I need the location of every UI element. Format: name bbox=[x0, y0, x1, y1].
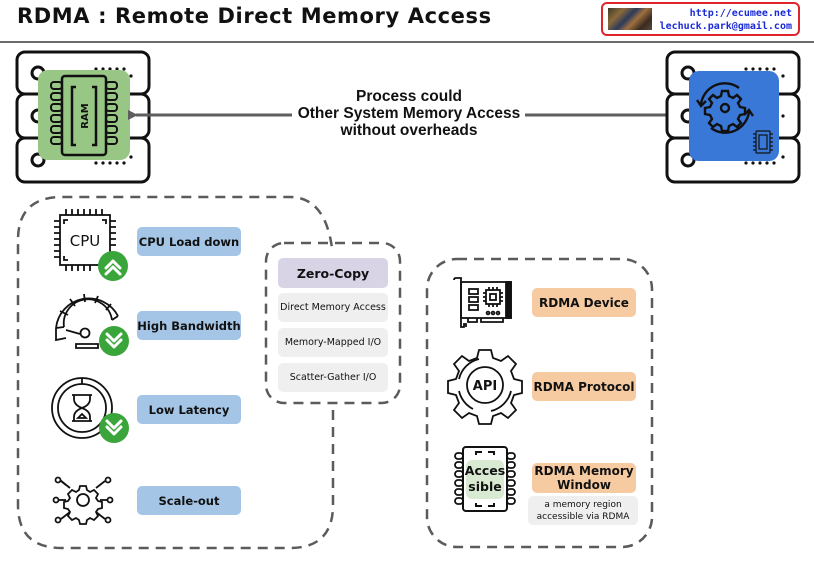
components-container bbox=[425, 257, 654, 549]
memory-window-description-line: a memory region bbox=[544, 499, 622, 510]
ram-chip-icon: RAM bbox=[38, 70, 130, 160]
author-photo bbox=[608, 8, 652, 30]
network-card-icon bbox=[453, 277, 512, 328]
benefit-cpu-load-down: CPU Load down bbox=[137, 227, 241, 256]
api-gear-icon: API bbox=[447, 349, 523, 425]
chevrons-down-icon bbox=[99, 326, 129, 356]
zero-copy-item: Direct Memory Access bbox=[278, 293, 388, 322]
center-text-line: Other System Memory Access bbox=[297, 105, 521, 122]
api-icon-label: API bbox=[473, 379, 497, 394]
memory-window-label-line: Window bbox=[557, 478, 611, 492]
component-rdma-protocol: RDMA Protocol bbox=[532, 372, 636, 401]
memory-window-description: a memory region accessible via RDMA bbox=[528, 496, 638, 525]
process-gear-icon bbox=[689, 71, 779, 161]
contact-url[interactable]: http://ecumee.net bbox=[689, 8, 792, 19]
right-server-icon bbox=[665, 50, 801, 184]
hourglass-icon bbox=[51, 377, 113, 439]
chevrons-down-icon bbox=[99, 413, 129, 443]
component-rdma-device: RDMA Device bbox=[532, 288, 636, 317]
cpu-icon: CPU bbox=[54, 209, 116, 271]
benefit-scale-out: Scale-out bbox=[137, 486, 241, 515]
ram-label: RAM bbox=[80, 103, 91, 128]
zero-copy-container bbox=[264, 241, 402, 405]
memory-window-description-line: accessible via RDMA bbox=[536, 511, 630, 522]
center-text-line: without overheads bbox=[340, 122, 478, 139]
memory-window-label-line: RDMA Memory bbox=[534, 464, 634, 478]
benefits-container bbox=[16, 195, 335, 550]
chevrons-up-icon bbox=[98, 251, 128, 281]
left-server-icon: RAM bbox=[15, 50, 151, 184]
contact-email[interactable]: lechuck.park@gmail.com bbox=[659, 21, 792, 32]
zero-copy-item: Scatter-Gather I/O bbox=[278, 363, 388, 392]
contact-card: http://ecumee.net lechuck.park@gmail.com bbox=[601, 2, 800, 36]
memory-chip-icon: Acces sible bbox=[454, 446, 516, 512]
center-description: Process could Other System Memory Access… bbox=[282, 88, 536, 139]
benefit-high-bandwidth: High Bandwidth bbox=[137, 311, 241, 340]
component-rdma-memory-window: RDMA Memory Window bbox=[532, 463, 636, 493]
accessible-label-line1: Acces bbox=[465, 463, 505, 478]
cpu-icon-label: CPU bbox=[70, 232, 101, 250]
speedometer-icon bbox=[55, 293, 119, 349]
benefit-low-latency: Low Latency bbox=[137, 395, 241, 424]
zero-copy-title: Zero-Copy bbox=[278, 258, 388, 288]
title-divider bbox=[0, 41, 814, 43]
center-text-line: Process could bbox=[356, 88, 462, 105]
network-gear-icon bbox=[52, 476, 114, 525]
accessible-label-line2: sible bbox=[468, 479, 501, 494]
page-title: RDMA : Remote Direct Memory Access bbox=[17, 4, 492, 28]
zero-copy-item: Memory-Mapped I/O bbox=[278, 328, 388, 357]
